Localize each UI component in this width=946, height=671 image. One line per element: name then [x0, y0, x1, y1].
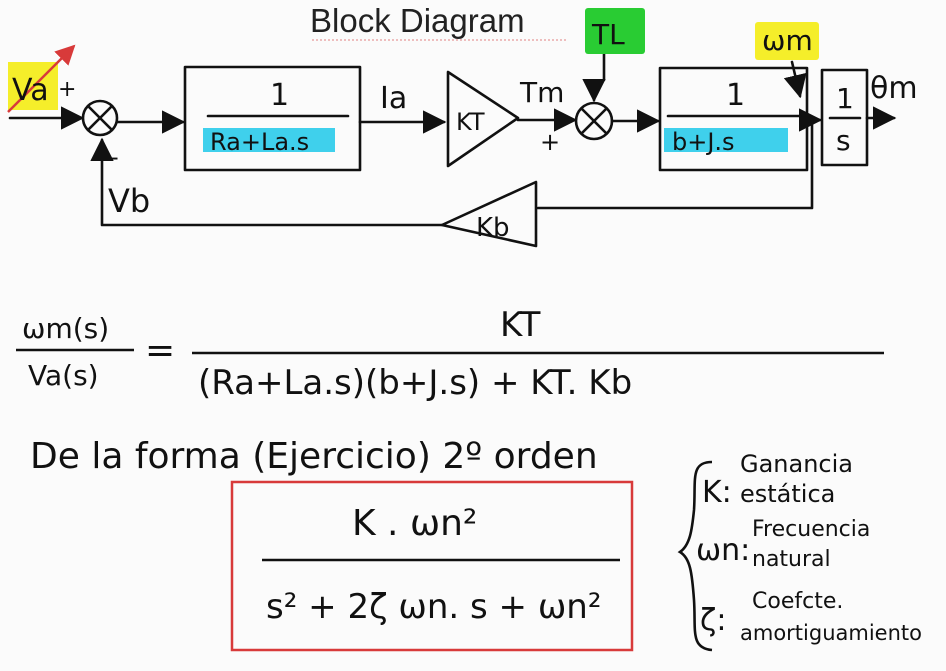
summing-junction-1	[81, 99, 119, 137]
feedback-line	[536, 118, 814, 210]
feedback-return-line	[90, 137, 444, 227]
legend-wn-symbol: ωn:	[696, 533, 750, 568]
block2-denominator: b+J.s	[672, 128, 735, 156]
legend-list: K: Ganancia estática ωn: Frecuencia natu…	[696, 450, 922, 645]
highlight-b-js	[664, 128, 788, 152]
feedback-label: Vb	[108, 182, 150, 220]
block-armature	[183, 65, 362, 172]
current-label: Ia	[380, 81, 407, 116]
block1-numerator: 1	[270, 78, 289, 113]
torque-sign: +	[540, 128, 560, 156]
input-sign: +	[58, 77, 76, 102]
input-label: Va	[12, 73, 49, 108]
legend-zeta-line2: amortiguamiento	[740, 621, 922, 645]
speed-indicator-arrow	[783, 60, 807, 99]
speed-label: ωm	[762, 24, 813, 57]
legend-k-line2: estática	[740, 480, 835, 508]
gain-kb-triangle	[440, 180, 538, 248]
integrator-numerator: 1	[836, 82, 854, 115]
tf-numerator: KT	[500, 305, 541, 345]
torque-label: Tm	[519, 76, 564, 109]
highlight-ra-la	[203, 128, 335, 152]
tf-equals: =	[145, 330, 175, 371]
load-torque-label: TL	[591, 18, 625, 51]
highlight-tl	[585, 8, 645, 54]
legend-k-symbol: K:	[702, 475, 732, 510]
legend-zeta-line1: Coefcte.	[752, 589, 843, 614]
legend-wn-line1: Frecuencia	[752, 517, 870, 542]
form-text: De la forma (Ejercicio) 2º orden	[30, 436, 598, 477]
highlight-wm	[755, 22, 819, 60]
tf-lhs-numerator: ωm(s)	[22, 312, 109, 345]
gain-kt-label: KT	[456, 108, 485, 136]
block2-numerator: 1	[726, 78, 745, 113]
legend-brace	[677, 460, 713, 652]
gain-kb-label: Kb	[476, 213, 510, 243]
output-label: θm	[870, 71, 918, 106]
feedback-sign: -	[110, 143, 119, 171]
gain-kt-triangle	[446, 70, 520, 168]
load-torque-line	[582, 46, 606, 103]
diagram-title: Block Diagram	[310, 2, 525, 39]
standard-form-numerator: K . ωn²	[352, 503, 477, 544]
tf-lhs-denominator: Va(s)	[28, 359, 99, 392]
standard-form-box	[230, 480, 634, 652]
legend-k-line1: Ganancia	[740, 450, 853, 478]
legend-zeta-symbol: ζ:	[700, 603, 726, 638]
block1-denominator: Ra+La.s	[210, 128, 309, 156]
va-strike-arrow	[7, 44, 76, 113]
legend-wn-line2: natural	[752, 547, 831, 572]
integrator-denominator: s	[836, 124, 851, 157]
standard-form-denominator: s² + 2ζ ωn. s + ωn²	[266, 587, 601, 627]
tf-denominator: (Ra+La.s)(b+J.s) + KT. Kb	[198, 363, 632, 403]
